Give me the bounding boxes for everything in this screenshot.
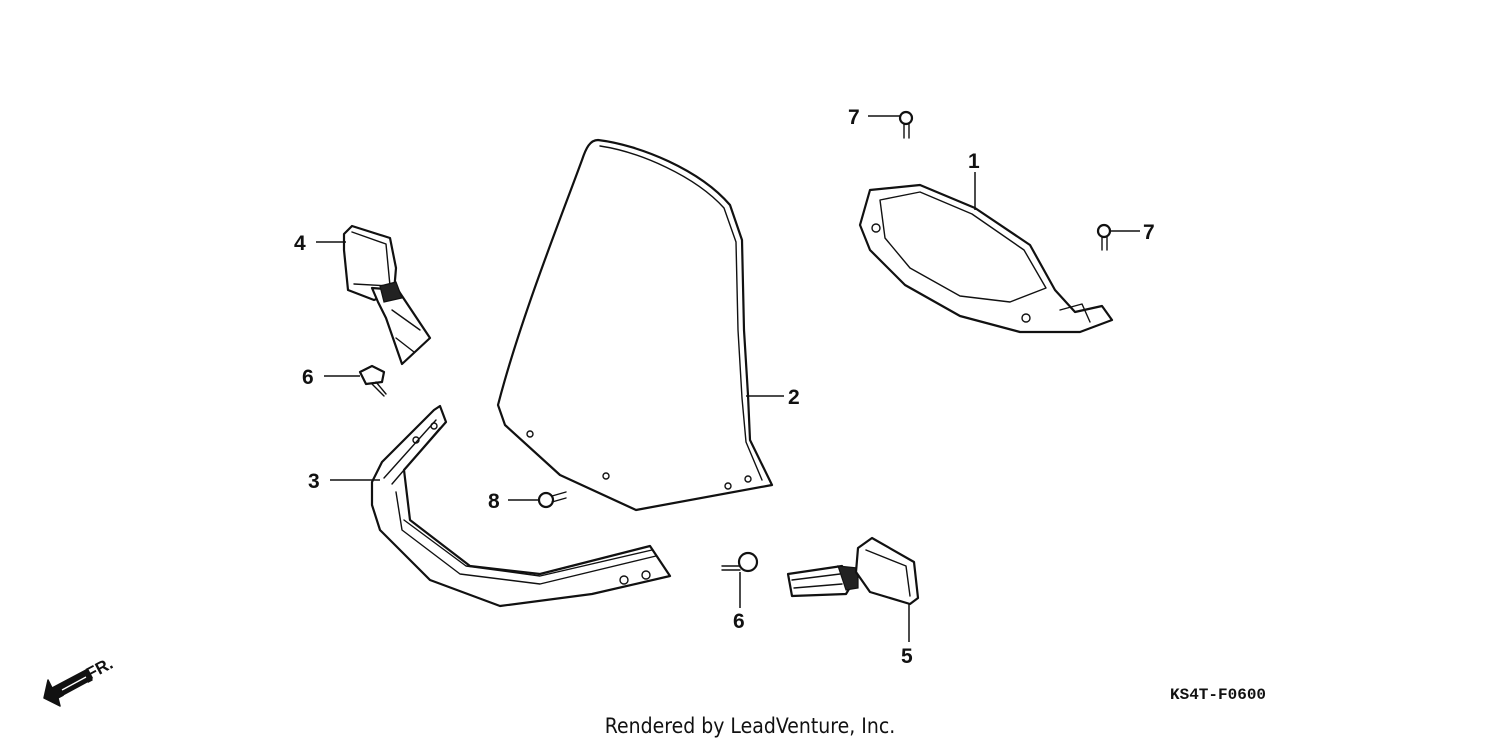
callout-6-lower: 6: [733, 610, 745, 633]
callout-2: 2: [788, 386, 800, 409]
callout-4: 4: [294, 232, 306, 255]
screw-part-7-right: [1096, 223, 1112, 251]
callout-3: 3: [308, 470, 320, 493]
front-arrow-icon: [43, 669, 93, 707]
right-mirror-part: [786, 536, 920, 606]
bolt-part-lower: [721, 551, 759, 573]
callout-6-upper: 6: [302, 366, 314, 389]
callout-5: 5: [901, 645, 913, 668]
screw-part-7-top: [898, 110, 914, 139]
windscreen-garnish-part: [370, 404, 672, 608]
diagram-code: KS4T-F0600: [1170, 686, 1267, 704]
windscreen-part: [496, 138, 774, 512]
bolt-part-upper: [358, 364, 387, 397]
left-mirror-part: [342, 224, 432, 366]
screw-part-8: [537, 491, 567, 509]
meter-cover-part: [858, 183, 1114, 334]
footer-credit: Rendered by LeadVenture, Inc.: [604, 714, 896, 738]
leader-lines: [316, 115, 1140, 642]
callout-8: 8: [488, 490, 500, 513]
callout-1: 1: [968, 150, 980, 173]
callout-7-right: 7: [1143, 221, 1155, 244]
callout-7-top: 7: [848, 106, 860, 129]
